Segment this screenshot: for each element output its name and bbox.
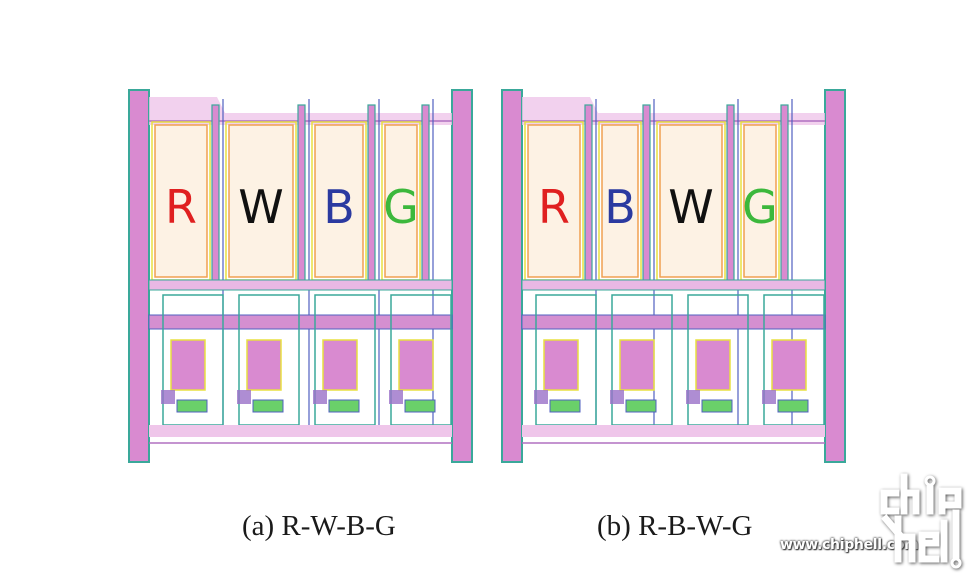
- chiphell-logo: [878, 463, 970, 578]
- chiphell-logo-icon: [880, 473, 962, 569]
- tft-pad: [252, 399, 284, 413]
- storage-cap: [771, 339, 807, 391]
- tft-pad: [404, 399, 436, 413]
- caption-b: (b) R-B-W-G: [597, 510, 753, 542]
- storage-cap: [170, 339, 206, 391]
- bottom-bus: [149, 425, 452, 437]
- subpixel-area: [314, 124, 364, 278]
- gate-line-1: [148, 279, 453, 291]
- storage-cap: [322, 339, 358, 391]
- via: [237, 390, 251, 404]
- left-rail: [501, 89, 523, 463]
- gate-line-1: [521, 279, 826, 291]
- data-line: [421, 104, 430, 282]
- subpixel-area: [659, 124, 723, 278]
- tft-pad: [777, 399, 809, 413]
- caption-a: (a) R-W-B-G: [242, 510, 396, 542]
- subpixel-label-g: G: [742, 180, 778, 234]
- top-bus: [522, 97, 825, 125]
- tft-pad: [625, 399, 657, 413]
- subpixel-label-w: W: [668, 180, 713, 234]
- tft-pad: [701, 399, 733, 413]
- subpixel-area: [601, 124, 639, 278]
- subpixel-label-w: W: [238, 180, 283, 234]
- via: [686, 390, 700, 404]
- via: [313, 390, 327, 404]
- via: [389, 390, 403, 404]
- tft-pad: [176, 399, 208, 413]
- subpixel-label-b: B: [604, 180, 636, 234]
- subpixel-label-r: R: [165, 180, 197, 234]
- data-line: [584, 104, 593, 282]
- data-line: [780, 104, 789, 282]
- data-line: [642, 104, 651, 282]
- via: [534, 390, 548, 404]
- subpixel-area: [384, 124, 418, 278]
- subpixel-area: [527, 124, 581, 278]
- data-line: [726, 104, 735, 282]
- storage-cap: [398, 339, 434, 391]
- gate-line-2: [521, 314, 826, 330]
- storage-cap: [543, 339, 579, 391]
- storage-cap: [246, 339, 282, 391]
- data-line: [367, 104, 376, 282]
- gate-line-2: [148, 314, 453, 330]
- right-rail: [451, 89, 473, 463]
- tft-pad: [549, 399, 581, 413]
- storage-cap: [619, 339, 655, 391]
- subpixel-label-g: G: [383, 180, 419, 234]
- tft-pad: [328, 399, 360, 413]
- via: [762, 390, 776, 404]
- bottom-bus: [522, 425, 825, 437]
- right-rail: [824, 89, 846, 463]
- subpixel-label-b: B: [323, 180, 355, 234]
- data-line: [297, 104, 306, 282]
- via: [610, 390, 624, 404]
- left-rail: [128, 89, 150, 463]
- subpixel-area: [154, 124, 208, 278]
- data-line: [211, 104, 220, 282]
- subpixel-area: [743, 124, 777, 278]
- watermark-url: www.chiphell.com: [780, 537, 919, 553]
- subpixel-label-r: R: [538, 180, 570, 234]
- storage-cap: [695, 339, 731, 391]
- top-bus: [149, 97, 452, 125]
- via: [161, 390, 175, 404]
- subpixel-area: [228, 124, 294, 278]
